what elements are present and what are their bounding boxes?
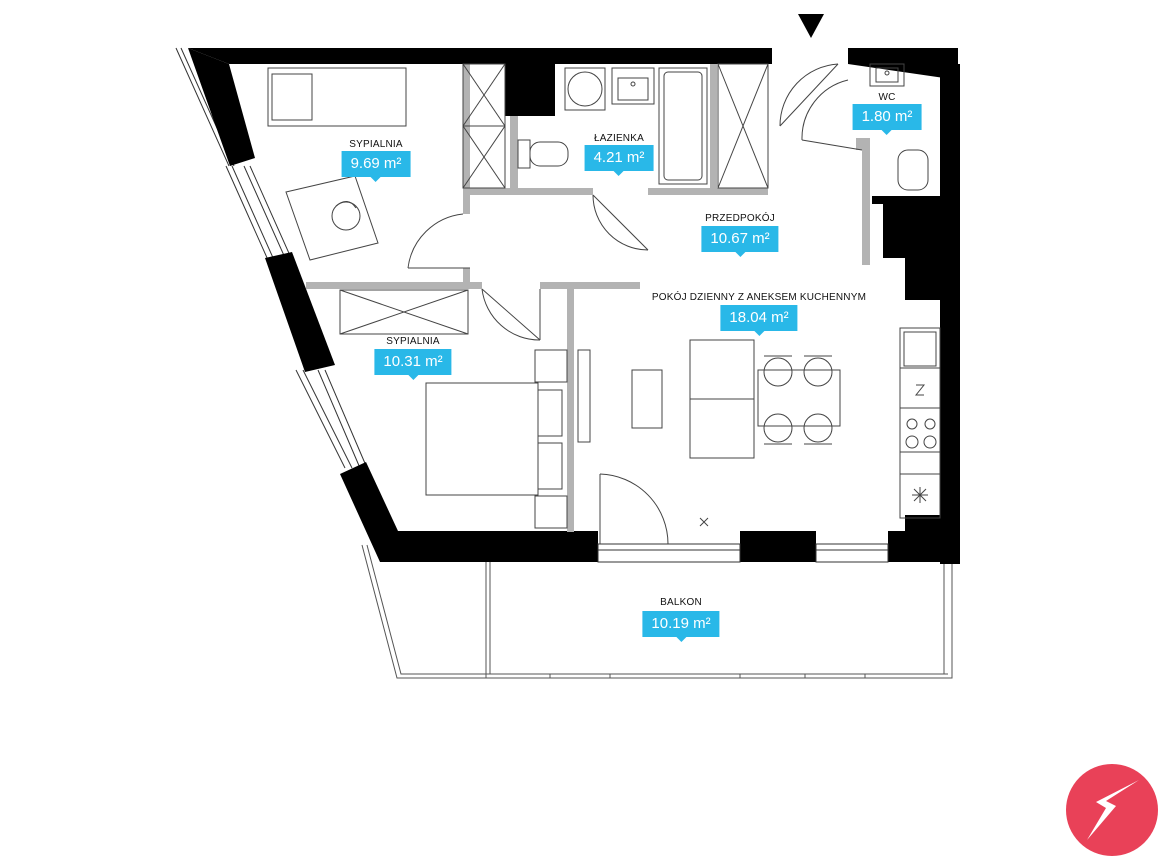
compass-arrow-logo-icon	[1066, 764, 1158, 856]
room-name: ŁAZIENKA	[594, 133, 644, 144]
wardrobes	[339, 63, 769, 335]
area-badge: 4.21 m²	[584, 145, 654, 176]
area-badge: 1.80 m²	[852, 104, 922, 135]
room-name: SYPIALNIA	[386, 336, 440, 347]
bathroom-fixtures	[517, 67, 708, 185]
area-badge: 18.04 m²	[720, 305, 798, 336]
room-name: WC	[878, 92, 896, 103]
room-name: PRZEDPOKÓJ	[705, 213, 775, 224]
interior-partitions	[306, 64, 870, 532]
balcony-outline	[361, 544, 953, 679]
area-badge: 9.69 m²	[341, 151, 411, 182]
south-windows	[597, 543, 889, 563]
room-name: SYPIALNIA	[349, 139, 403, 150]
area-badge: 10.19 m²	[642, 611, 720, 642]
living-furniture	[631, 339, 841, 527]
kitchen-units	[899, 327, 941, 519]
wc-fixtures	[869, 63, 929, 191]
area-badge: 10.31 m²	[374, 349, 452, 380]
room-name: BALKON	[660, 597, 702, 608]
bedroom-2-furniture	[425, 349, 591, 529]
west-windows	[175, 47, 368, 469]
area-badge: 10.67 m²	[701, 226, 779, 257]
entrance-arrow-icon	[798, 14, 824, 38]
bedroom-1-furniture	[267, 67, 407, 261]
room-name: POKÓJ DZIENNY Z ANEKSEM KUCHENNYM	[651, 292, 867, 303]
door-swings	[407, 63, 863, 545]
